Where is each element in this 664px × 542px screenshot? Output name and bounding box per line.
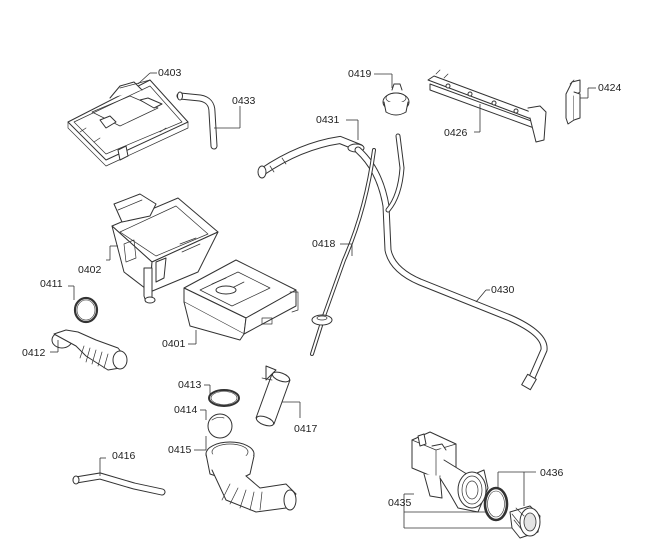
part-0411-seal-ring (73, 296, 99, 324)
label-0412: 0412 (22, 347, 46, 359)
part-0412-bellow-hose (51, 329, 128, 371)
part-0436-filter-seal (483, 486, 509, 522)
part-0433-hose (176, 91, 218, 150)
part-0431-hose (257, 135, 365, 179)
part-0401-detergent-drawer (183, 259, 299, 341)
label-0411: 0411 (40, 278, 63, 290)
label-0402: 0402 (78, 264, 102, 276)
label-0433: 0433 (232, 95, 256, 107)
part-0403-drawer-top (67, 79, 189, 167)
label-0401: 0401 (162, 338, 186, 350)
label-0424: 0424 (598, 82, 622, 94)
part-0414-ball (207, 413, 233, 439)
label-0430: 0430 (491, 284, 515, 296)
part-0426-bracket-rail (427, 69, 547, 143)
label-0418: 0418 (312, 238, 336, 250)
part-0435-drain-pump (411, 431, 489, 513)
label-0431: 0431 (316, 114, 340, 126)
part-0413-ring (208, 389, 240, 407)
label-0413: 0413 (178, 379, 202, 391)
label-0416: 0416 (112, 450, 136, 462)
label-0403: 0403 (158, 67, 182, 79)
label-0435: 0435 (388, 497, 412, 509)
part-0430-long-hose (354, 133, 548, 391)
part-0436-pump-filter (509, 505, 541, 539)
part-0419-pressure-switch (382, 83, 410, 116)
label-0436: 0436 (540, 467, 564, 479)
part-0418-thin-hose (310, 148, 376, 356)
label-0417: 0417 (294, 423, 318, 435)
label-0414: 0414 (174, 404, 198, 416)
part-0424-clip (565, 79, 581, 125)
label-0415: 0415 (168, 444, 192, 456)
label-0426: 0426 (444, 127, 468, 139)
part-0402-dispenser-housing (111, 193, 219, 304)
part-0417-cylinder-sensor (255, 365, 291, 427)
part-0416-hose (72, 472, 166, 496)
part-0415-sump-hose (205, 441, 297, 513)
label-0419: 0419 (348, 68, 372, 80)
